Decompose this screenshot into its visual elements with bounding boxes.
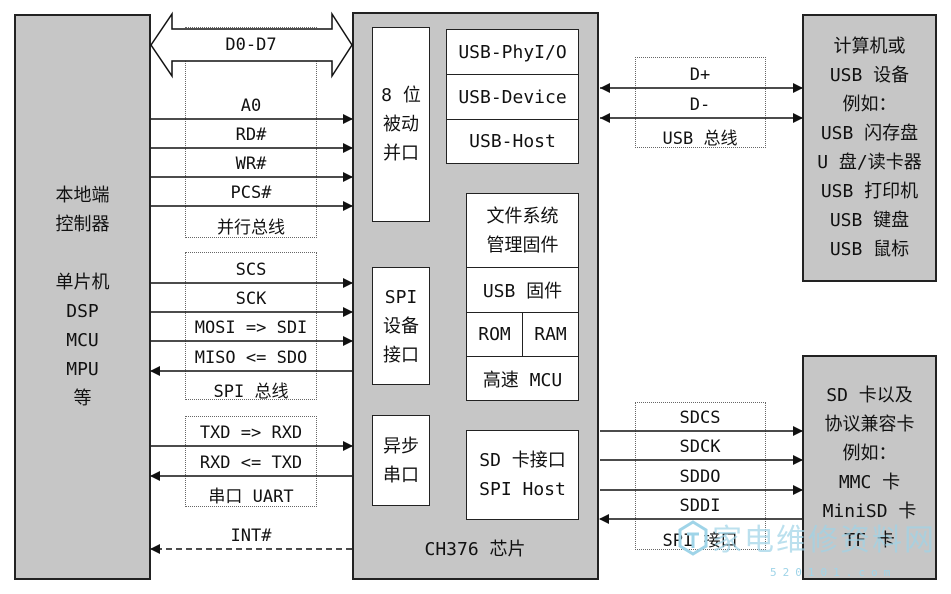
usb-device-block: 计算机或 USB 设备 例如： USB 闪存盘 U 盘/读卡器 USB 打印机 … xyxy=(802,14,937,282)
scs-label: SCS xyxy=(235,260,267,280)
controller-line: 控制器 xyxy=(55,214,110,235)
watermark-url: 520101.com xyxy=(770,566,897,579)
rom-cell: ROM xyxy=(466,312,523,357)
sd-card-block: SD 卡以及 协议兼容卡 例如： MMC 卡 MiniSD 卡 TF 卡 xyxy=(802,355,937,580)
int-label: INT# xyxy=(230,526,272,546)
controller-line: MCU xyxy=(66,330,99,351)
mcu-cell: 高速 MCU xyxy=(466,356,579,401)
watermark-logo-icon xyxy=(678,520,708,556)
txd-label: TXD => RXD xyxy=(199,423,303,443)
pcs-label: PCS# xyxy=(230,183,272,203)
controller-line: DSP xyxy=(66,301,99,322)
dplus-label: D+ xyxy=(689,65,711,85)
parallel-port-block: 8 位 被动 并口 xyxy=(372,27,430,222)
miso-label: MISO <= SDO xyxy=(194,348,308,368)
fs-firmware-cell: 文件系统 管理固件 xyxy=(466,193,579,268)
mosi-label: MOSI => SDI xyxy=(194,318,308,338)
data-bus-label: D0-D7 xyxy=(225,35,277,55)
usb-device-cell: USB-Device xyxy=(446,74,579,120)
uart-bus-group xyxy=(185,416,317,507)
sdcs-label: SDCS xyxy=(679,408,721,428)
dminus-label: D- xyxy=(689,95,711,115)
rd-label: RD# xyxy=(235,125,267,145)
usb-host-cell: USB-Host xyxy=(446,119,579,164)
usb-bus-name: USB 总线 xyxy=(662,129,738,149)
usb-firmware-cell: USB 固件 xyxy=(466,267,579,313)
parallel-bus-group xyxy=(185,27,317,238)
uart-block: 异步 串口 xyxy=(372,415,430,506)
sdck-label: SDCK xyxy=(679,437,721,457)
controller-line: 单片机 xyxy=(55,272,110,293)
sddo-label: SDDO xyxy=(679,467,721,487)
usb-bus-group xyxy=(635,57,766,148)
local-controller-block: 本地端 控制器 单片机 DSP MCU MPU 等 xyxy=(14,14,151,580)
spi-device-block: SPI 设备 接口 xyxy=(372,267,430,385)
sd-interface-cell: SD 卡接口 SPI Host xyxy=(466,430,579,520)
rxd-label: RXD <= TXD xyxy=(199,453,303,473)
a0-label: A0 xyxy=(240,96,262,116)
data-bus-arrow xyxy=(150,11,353,79)
sck-label: SCK xyxy=(235,289,267,309)
controller-line: 本地端 xyxy=(55,185,110,206)
spi-bus-group xyxy=(185,252,317,400)
spi-bus-name: SPI 总线 xyxy=(213,382,289,402)
watermark-text: 家电维修资料网 xyxy=(712,523,936,558)
chip-caption: CH376 芯片 xyxy=(424,539,526,560)
controller-line: MPU xyxy=(66,359,99,380)
sddi-label: SDDI xyxy=(679,496,721,516)
wr-label: WR# xyxy=(235,154,267,174)
controller-line: 等 xyxy=(73,388,92,409)
parallel-bus-name: 并行总线 xyxy=(217,218,285,238)
ram-cell: RAM xyxy=(522,312,579,357)
uart-bus-name: 串口 UART xyxy=(208,487,294,507)
